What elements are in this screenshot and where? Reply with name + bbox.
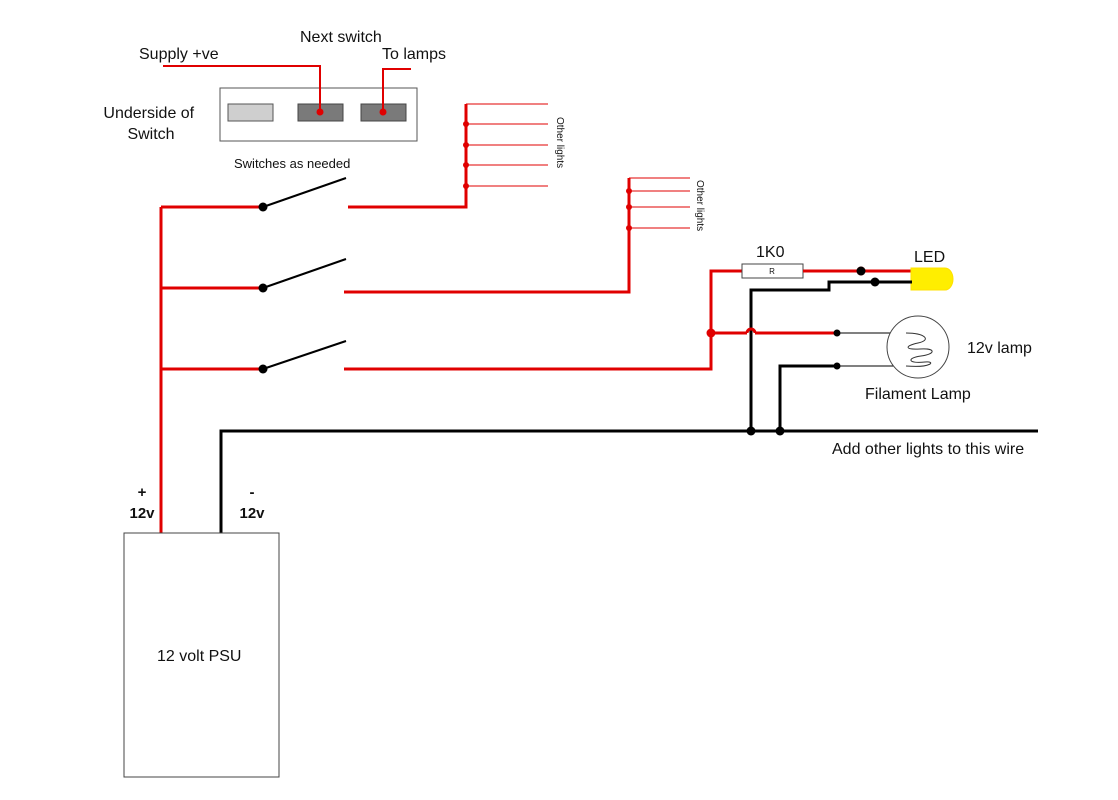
lamp-terminal-top: [833, 329, 841, 337]
lamp-feed-node: [706, 328, 716, 338]
other-lights-branch-1: Other lights: [463, 103, 565, 189]
led-cathode-wire: [749, 280, 912, 431]
branch2-node: [626, 188, 632, 194]
led-icon: [910, 267, 954, 291]
other-lights-branch-2: Other lights: [626, 177, 705, 231]
led-cathode-node: [870, 277, 880, 287]
negative-main-wire: [219, 429, 1038, 533]
label-next-switch: Next switch: [300, 29, 382, 46]
switch-underside-title-line1: Underside of: [103, 105, 194, 122]
negative-node-led: [746, 426, 756, 436]
positive-bus: [159, 205, 263, 533]
resistor-value: 1K0: [756, 244, 785, 261]
switch2-pivot: [258, 283, 268, 293]
branch1-node: [463, 121, 469, 127]
contact-dot-next: [316, 108, 324, 116]
negative-bus: Add other lights to this wire: [219, 426, 1038, 533]
switch3-blade: [262, 340, 347, 370]
label-to-lamps: To lamps: [382, 46, 446, 63]
switch2-output: [344, 178, 631, 294]
lamp-bulb-icon: [886, 315, 950, 379]
lamps-lead: [382, 68, 411, 112]
branch1-node: [463, 183, 469, 189]
resistor-marking: R: [769, 267, 775, 276]
switch-underside-title: Underside of Switch: [103, 105, 198, 143]
other-lights-label-2: Other lights: [694, 180, 705, 231]
lamp-filament-icon: [905, 332, 933, 367]
psu-label: 12 volt PSU: [157, 648, 241, 665]
lamp-return-wire: [778, 364, 837, 431]
filament-lamp-circuit: 12v lamp Filament Lamp: [706, 315, 1032, 431]
psu-negative-voltage: 12v: [239, 505, 265, 522]
psu: 12 volt PSU + 12v - 12v: [123, 484, 280, 778]
switch1-pivot: [258, 202, 268, 212]
branch2-node: [626, 225, 632, 231]
negative-node-lamp: [775, 426, 785, 436]
led-circuit: R 1K0 LED: [741, 244, 954, 431]
psu-positive-voltage: 12v: [129, 505, 155, 522]
branch1-node: [463, 162, 469, 168]
psu-box: [123, 532, 280, 778]
switch3-output: [344, 269, 742, 371]
switch-underside-title-line2: Switch: [127, 126, 174, 143]
switch-underside-detail: Supply +ve Next switch To lamps Undersid…: [103, 29, 446, 171]
psu-negative-sign: -: [250, 484, 255, 501]
switch2-blade: [262, 258, 347, 289]
lamp-label: 12v lamp: [967, 340, 1032, 357]
supply-lead: [163, 65, 321, 112]
switch1-blade: [262, 177, 347, 208]
other-lights-label-1: Other lights: [554, 117, 565, 168]
branch1-node: [463, 142, 469, 148]
wire-note: Add other lights to this wire: [832, 441, 1024, 458]
led-label: LED: [914, 249, 945, 266]
contact-dot-lamps: [379, 108, 387, 116]
switches-caption: Switches as needed: [234, 156, 350, 171]
led-anode-junction: [856, 266, 866, 276]
filament-label: Filament Lamp: [865, 386, 971, 403]
switch3-pivot: [258, 364, 268, 374]
wire-crossover: [745, 327, 757, 334]
label-supply: Supply +ve: [139, 46, 219, 63]
psu-positive-sign: +: [138, 484, 147, 501]
switch-1: [258, 104, 468, 212]
branch2-node: [626, 204, 632, 210]
switch1-output: [348, 104, 468, 209]
switch-2: [258, 178, 631, 294]
switch-contact-1: [227, 103, 274, 122]
switch-3: [258, 269, 742, 374]
